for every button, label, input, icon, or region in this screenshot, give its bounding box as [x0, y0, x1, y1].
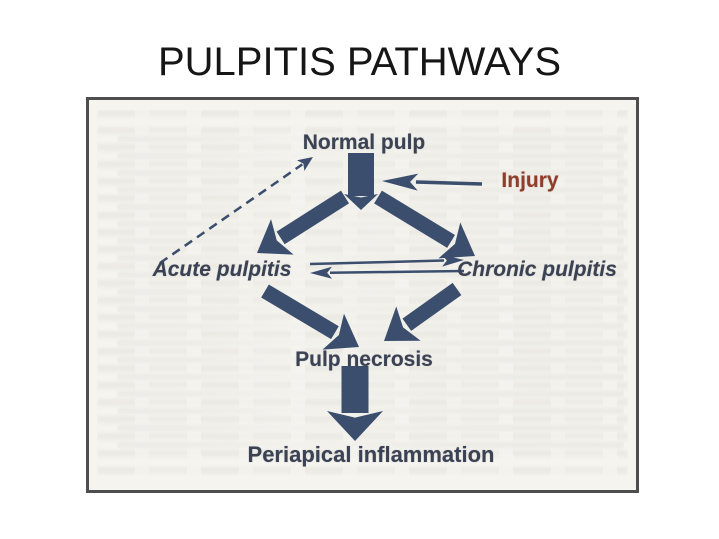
edge-chronic-to-acute [310, 266, 465, 279]
node-periapical-inflammation: Periapical inflammation [247, 442, 495, 467]
node-pulp-necrosis: Pulp necrosis [295, 348, 433, 371]
edge-normal-to-chronic [374, 190, 475, 259]
edge-normal-pulp-stem [344, 153, 378, 210]
pathways-diagram: Normal pulp Injury Acute pulpitis Chroni… [89, 100, 636, 490]
arrows-layer [159, 153, 483, 441]
edge-necrosis-to-periapical [327, 366, 383, 441]
node-injury: Injury [501, 169, 559, 192]
edge-normal-to-acute [257, 190, 350, 255]
edge-acute-to-chronic [309, 254, 465, 267]
pathways-figure: Normal pulp Injury Acute pulpitis Chroni… [86, 97, 639, 493]
edge-injury-to-normal-pulp [381, 173, 483, 191]
slide-title: PULPITIS PATHWAYS [157, 40, 562, 84]
node-normal-pulp: Normal pulp [302, 131, 426, 154]
edge-acute-to-necrosis [261, 284, 359, 350]
edge-chronic-to-necrosis [383, 282, 462, 342]
edge-acute-to-normal-dashed [159, 157, 313, 265]
node-chronic-pulpitis: Chronic pulpitis [457, 258, 617, 281]
node-acute-pulpitis: Acute pulpitis [152, 258, 292, 281]
